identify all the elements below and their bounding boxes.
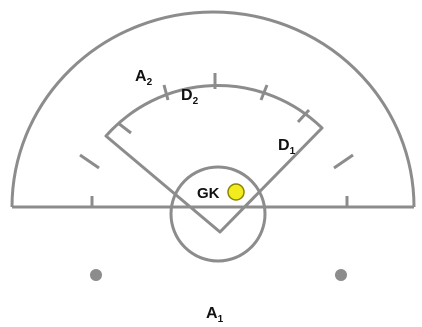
inner-tick-1 (117, 121, 132, 135)
label-d1: D1 (278, 137, 296, 157)
outer-dash-right (333, 153, 354, 170)
outer-dash-left (79, 153, 100, 170)
outer-arc (10, 10, 416, 208)
inner-tick-5 (296, 108, 311, 124)
inner-tick-2 (162, 84, 170, 101)
label-a2: A2 (135, 68, 153, 88)
marker-dot-right (335, 269, 347, 281)
label-gk: GK (197, 185, 220, 202)
inner-fan (104, 84, 324, 234)
label-a1: A1 (206, 305, 224, 325)
ball-icon (227, 183, 245, 201)
inner-tick-4 (259, 84, 269, 101)
goal-circle (169, 165, 267, 263)
label-d2: D2 (181, 87, 199, 107)
marker-dot-left (90, 269, 102, 281)
